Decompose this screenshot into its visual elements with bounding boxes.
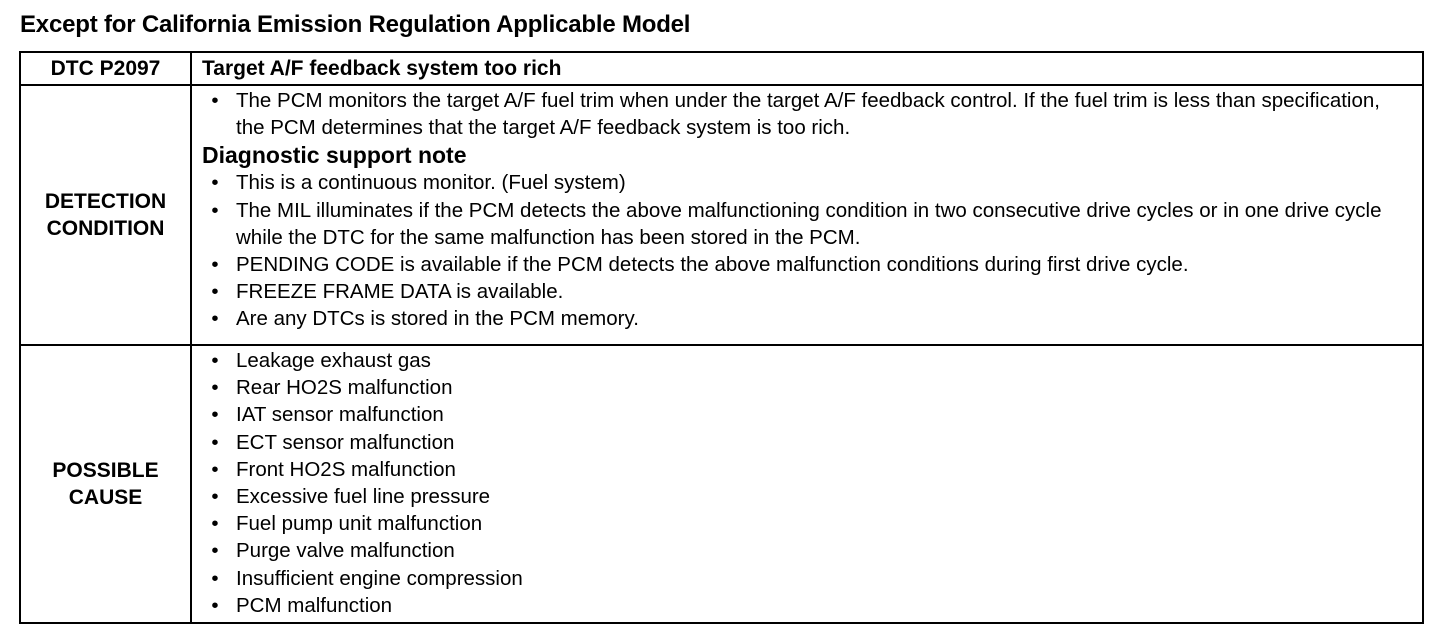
- bullet-icon: •: [211, 485, 219, 509]
- list-item-text: Rear HO2S malfunction: [236, 376, 453, 400]
- bullet-icon: •: [211, 539, 219, 563]
- list-item: • Are any DTCs is stored in the PCM memor…: [202, 305, 1414, 332]
- bullet-icon: •: [211, 198, 219, 222]
- bullet-icon: •: [211, 593, 219, 617]
- dtc-table: DTC P2097 Target A/F feedback system too…: [19, 51, 1424, 624]
- list-item: • Purge valve malfunction: [202, 537, 1414, 564]
- list-item: • Fuel pump unit malfunction: [202, 510, 1414, 537]
- list-item-text: Purge valve malfunction: [236, 539, 455, 563]
- list-item: • Leakage exhaust gas: [202, 347, 1414, 374]
- possible-cause-row: POSSIBLE CAUSE • Leakage exhaust gas • Rear…: [19, 344, 1424, 624]
- bullet-icon: •: [211, 457, 219, 481]
- cause-label-line2: CAUSE: [68, 486, 143, 509]
- list-item: • IAT sensor malfunction: [202, 401, 1414, 428]
- list-item-text: Fuel pump unit malfunction: [236, 512, 483, 536]
- possible-cause-label: POSSIBLE CAUSE: [19, 344, 192, 624]
- possible-cause-content: • Leakage exhaust gas • Rear HO2S malfuncti…: [190, 344, 1424, 624]
- detection-condition-content: • The PCM monitors the target A/F fuel tr…: [190, 84, 1424, 346]
- bullet-icon: •: [211, 376, 219, 400]
- detection-condition-row: DETECTION CONDITION • The PCM monitors th…: [19, 84, 1424, 346]
- list-item: • Insufficient engine compression: [202, 565, 1414, 592]
- detection-label-line1: DETECTION: [44, 190, 167, 213]
- list-item-text: ECT sensor malfunction: [236, 430, 455, 454]
- list-item-text: The PCM monitors the target A/F fuel tri…: [236, 89, 1380, 140]
- bullet-icon: •: [211, 349, 219, 372]
- dtc-description-cell: Target A/F feedback system too rich: [190, 51, 1424, 86]
- list-item-text: Excessive fuel line pressure: [236, 485, 491, 509]
- diagnostic-support-note-heading: Diagnostic support note: [202, 142, 467, 169]
- bullet-icon: •: [211, 512, 219, 536]
- bullet-icon: •: [211, 89, 219, 112]
- list-item: • ECT sensor malfunction: [202, 429, 1414, 456]
- list-item-text: The MIL illuminates if the PCM detects t…: [236, 198, 1382, 249]
- bullet-icon: •: [211, 171, 219, 195]
- list-item-text: Leakage exhaust gas: [236, 349, 431, 372]
- list-item: • FREEZE FRAME DATA is available.: [202, 278, 1414, 305]
- list-item: • Rear HO2S malfunction: [202, 374, 1414, 401]
- list-item-text: PCM malfunction: [236, 593, 393, 617]
- list-item: • PENDING CODE is available if the PCM de…: [202, 251, 1414, 278]
- bullet-icon: •: [211, 403, 219, 427]
- bullet-icon: •: [211, 253, 219, 277]
- cause-label-line1: POSSIBLE: [52, 459, 159, 482]
- list-item: • PCM malfunction: [202, 592, 1414, 619]
- list-item-text: Front HO2S malfunction: [236, 457, 456, 481]
- bullet-icon: •: [211, 307, 219, 331]
- list-item-text: PENDING CODE is available if the PCM det…: [236, 253, 1189, 277]
- list-item-text: Insufficient engine compression: [236, 566, 523, 590]
- list-item-text: Are any DTCs is stored in the PCM memory…: [236, 307, 639, 331]
- list-item: • This is a continuous monitor. (Fuel sys…: [202, 169, 1414, 196]
- bullet-icon: •: [211, 280, 219, 304]
- diagnostic-note-list: • This is a continuous monitor. (Fuel sys…: [202, 169, 1414, 332]
- detection-condition-label: DETECTION CONDITION: [19, 84, 192, 346]
- possible-cause-list: • Leakage exhaust gas • Rear HO2S malfuncti…: [202, 347, 1414, 619]
- list-item-text: FREEZE FRAME DATA is available.: [236, 280, 564, 304]
- bullet-icon: •: [211, 430, 219, 454]
- list-item: • The MIL illuminates if the PCM detects …: [202, 197, 1414, 251]
- table-header-row: DTC P2097 Target A/F feedback system too…: [19, 51, 1424, 86]
- detection-intro-list: • The PCM monitors the target A/F fuel tr…: [202, 87, 1414, 141]
- list-item: • The PCM monitors the target A/F fuel tr…: [202, 87, 1414, 141]
- list-item-text: IAT sensor malfunction: [236, 403, 444, 427]
- bullet-icon: •: [211, 566, 219, 590]
- dtc-code-cell: DTC P2097: [19, 51, 192, 86]
- page-title: Except for California Emission Regulatio…: [20, 11, 691, 38]
- list-item: • Front HO2S malfunction: [202, 456, 1414, 483]
- list-item: • Excessive fuel line pressure: [202, 483, 1414, 510]
- list-item-text: This is a continuous monitor. (Fuel syst…: [236, 171, 626, 195]
- detection-label-line2: CONDITION: [46, 217, 165, 240]
